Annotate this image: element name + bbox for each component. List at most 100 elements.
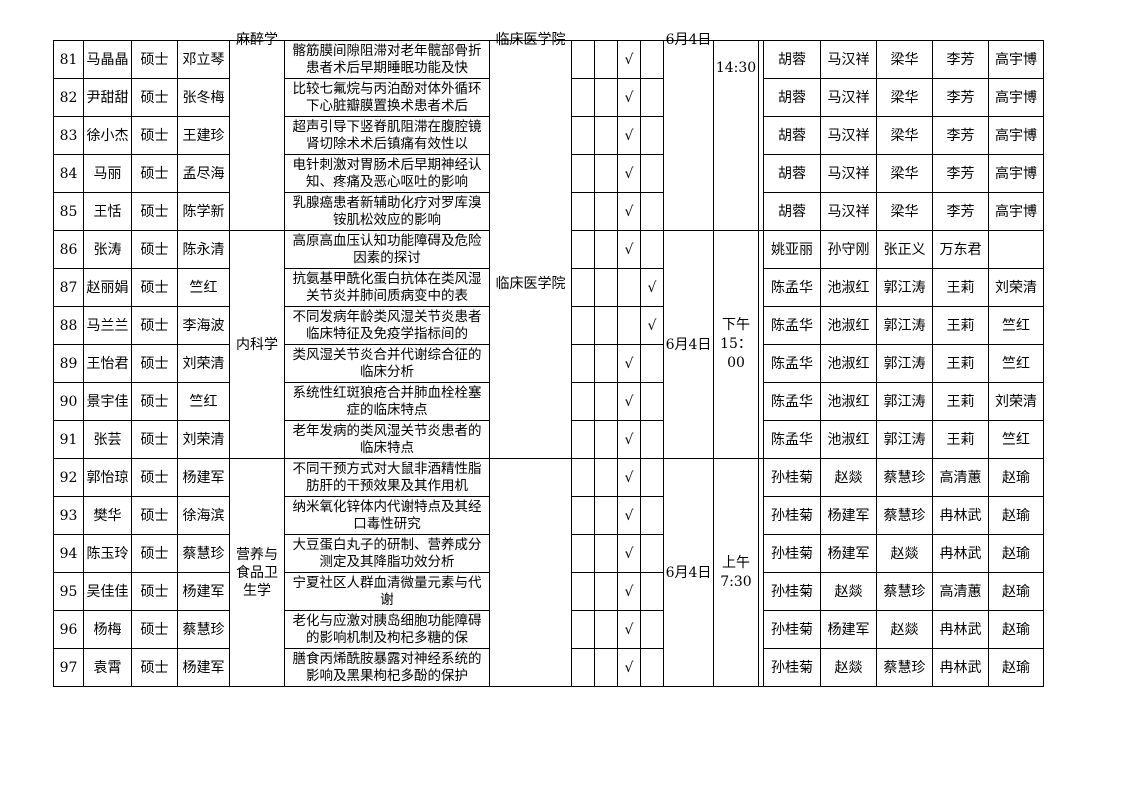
- empty-check-cell: [571, 648, 595, 687]
- row-number: 84: [53, 154, 84, 193]
- row-number: 91: [53, 420, 84, 459]
- degree-type: 硕士: [131, 458, 178, 497]
- committee-member: 蔡慧珍: [876, 458, 933, 497]
- empty-check-cell: [594, 306, 618, 345]
- advisor-name: 竺红: [177, 382, 230, 421]
- thesis-title: 不同干预方式对大鼠非酒精性脂肪肝的干预效果及其作用机: [284, 458, 490, 497]
- empty-check-cell: [640, 572, 664, 611]
- committee-member: 高宇博: [988, 154, 1044, 193]
- committee-member: 竺红: [988, 306, 1044, 345]
- committee-member: 马汉祥: [820, 154, 877, 193]
- committee-member: 刘荣清: [988, 382, 1044, 421]
- check-mark: √: [617, 78, 641, 117]
- thesis-title: 老年发病的类风湿关节炎患者的临床特点: [284, 420, 490, 459]
- committee-member: 陈孟华: [763, 306, 821, 345]
- committee-member: 高清蕙: [932, 572, 989, 611]
- committee-member: 赵燚: [820, 458, 877, 497]
- empty-check-cell: [640, 344, 664, 383]
- empty-check-cell: [594, 496, 618, 535]
- committee-member: 高清蕙: [932, 458, 989, 497]
- check-mark: √: [617, 230, 641, 269]
- empty-check-cell: [571, 458, 595, 497]
- empty-check-cell: [571, 344, 595, 383]
- check-mark: √: [640, 268, 664, 307]
- committee-member: 蔡慧珍: [876, 572, 933, 611]
- degree-type: 硕士: [131, 420, 178, 459]
- empty-check-cell: [640, 420, 664, 459]
- thesis-title: 膳食丙烯酰胺暴露对神经系统的影响及黑果枸杞多酚的保护: [284, 648, 490, 687]
- defense-date: 6月4日: [663, 458, 714, 687]
- committee-member: 蔡慧珍: [876, 496, 933, 535]
- committee-member: 李芳: [932, 40, 989, 79]
- advisor-name: 王建珍: [177, 116, 230, 155]
- empty-check-cell: [640, 610, 664, 649]
- check-mark: √: [617, 420, 641, 459]
- empty-check-cell: [571, 420, 595, 459]
- student-name: 尹甜甜: [83, 78, 132, 117]
- committee-member: 冉林武: [932, 496, 989, 535]
- row-number: 87: [53, 268, 84, 307]
- empty-check-cell: [594, 610, 618, 649]
- committee-member: 陈孟华: [763, 268, 821, 307]
- check-mark: √: [617, 192, 641, 231]
- committee-member: 赵燚: [876, 610, 933, 649]
- committee-member: 杨建军: [820, 534, 877, 573]
- empty-check-cell: [617, 268, 641, 307]
- degree-type: 硕士: [131, 572, 178, 611]
- empty-check-cell: [594, 572, 618, 611]
- row-number: 86: [53, 230, 84, 269]
- committee-member: 李芳: [932, 192, 989, 231]
- committee-member: 杨建军: [820, 496, 877, 535]
- committee-member: 孙桂菊: [763, 534, 821, 573]
- spacer-cell: [758, 458, 764, 687]
- advisor-name: 陈永清: [177, 230, 230, 269]
- committee-member: 胡蓉: [763, 154, 821, 193]
- school-cell: 临床医学院临床医学院: [489, 32, 572, 459]
- committee-member: 赵瑜: [988, 496, 1044, 535]
- empty-check-cell: [594, 230, 618, 269]
- committee-member: 梁华: [876, 78, 933, 117]
- student-name: 袁霄: [83, 648, 132, 687]
- degree-type: 硕士: [131, 306, 178, 345]
- major-cell: 麻醉学: [229, 32, 285, 231]
- committee-member: 池淑红: [820, 306, 877, 345]
- empty-check-cell: [640, 116, 664, 155]
- defense-date: 6月4日: [663, 32, 714, 231]
- committee-member: 胡蓉: [763, 192, 821, 231]
- committee-member: 王莉: [932, 420, 989, 459]
- empty-check-cell: [640, 230, 664, 269]
- advisor-name: 杨建军: [177, 572, 230, 611]
- row-number: 81: [53, 40, 84, 79]
- empty-check-cell: [594, 154, 618, 193]
- check-mark: √: [617, 40, 641, 79]
- committee-member: 高宇博: [988, 40, 1044, 79]
- check-mark: √: [617, 610, 641, 649]
- empty-check-cell: [640, 40, 664, 79]
- thesis-title: 电针刺激对胃肠术后早期神经认知、疼痛及恶心呕吐的影响: [284, 154, 490, 193]
- advisor-name: 徐海滨: [177, 496, 230, 535]
- empty-check-cell: [640, 154, 664, 193]
- student-name: 赵丽娟: [83, 268, 132, 307]
- check-mark: √: [617, 382, 641, 421]
- check-mark: √: [617, 458, 641, 497]
- empty-check-cell: [571, 496, 595, 535]
- committee-member: 冉林武: [932, 534, 989, 573]
- committee-member: 冉林武: [932, 610, 989, 649]
- committee-member: 刘荣清: [988, 268, 1044, 307]
- committee-member: 冉林武: [932, 648, 989, 687]
- committee-member: 竺红: [988, 420, 1044, 459]
- committee-member: 赵瑜: [988, 534, 1044, 573]
- committee-member: 郭江涛: [876, 268, 933, 307]
- empty-check-cell: [594, 268, 618, 307]
- committee-member: 梁华: [876, 192, 933, 231]
- check-mark: √: [617, 534, 641, 573]
- major-label: 麻醉学: [236, 32, 278, 48]
